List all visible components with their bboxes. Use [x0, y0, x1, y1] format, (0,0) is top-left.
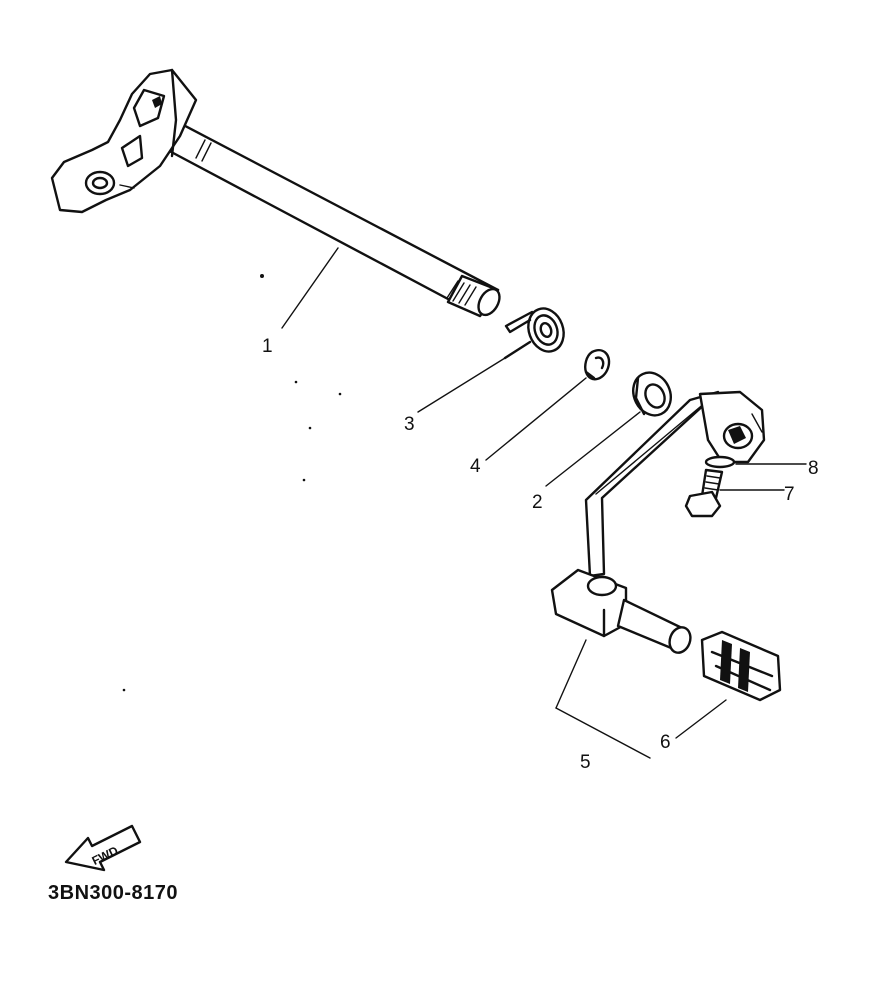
circlip-part	[584, 349, 611, 381]
collar-part	[632, 371, 672, 417]
leader-line-5a	[555, 639, 587, 709]
callout-5: 5	[580, 752, 591, 773]
torsion-spring-part	[503, 307, 565, 360]
fwd-arrow-icon: FWD	[64, 824, 142, 872]
diagram-code: 3BN300-8170	[48, 882, 179, 904]
shift-pedal-part	[550, 390, 766, 654]
print-specks	[122, 274, 342, 692]
pedal-rubber-part	[700, 630, 782, 702]
callout-1: 1	[262, 336, 273, 357]
bolt-part	[684, 468, 724, 518]
leader-line-4	[485, 377, 587, 461]
leader-line-6	[675, 699, 727, 739]
shift-shaft-part	[50, 68, 501, 318]
callout-7: 7	[784, 484, 795, 505]
callout-4: 4	[470, 456, 481, 477]
callout-3: 3	[404, 414, 415, 435]
leader-line-2	[545, 411, 641, 487]
leader-line-3	[417, 357, 506, 413]
callout-8: 8	[808, 458, 819, 479]
callout-6: 6	[660, 732, 671, 753]
leader-line-1	[281, 247, 339, 329]
leader-line-5b	[555, 707, 651, 759]
washer-part	[704, 455, 736, 469]
callout-2: 2	[532, 492, 543, 513]
